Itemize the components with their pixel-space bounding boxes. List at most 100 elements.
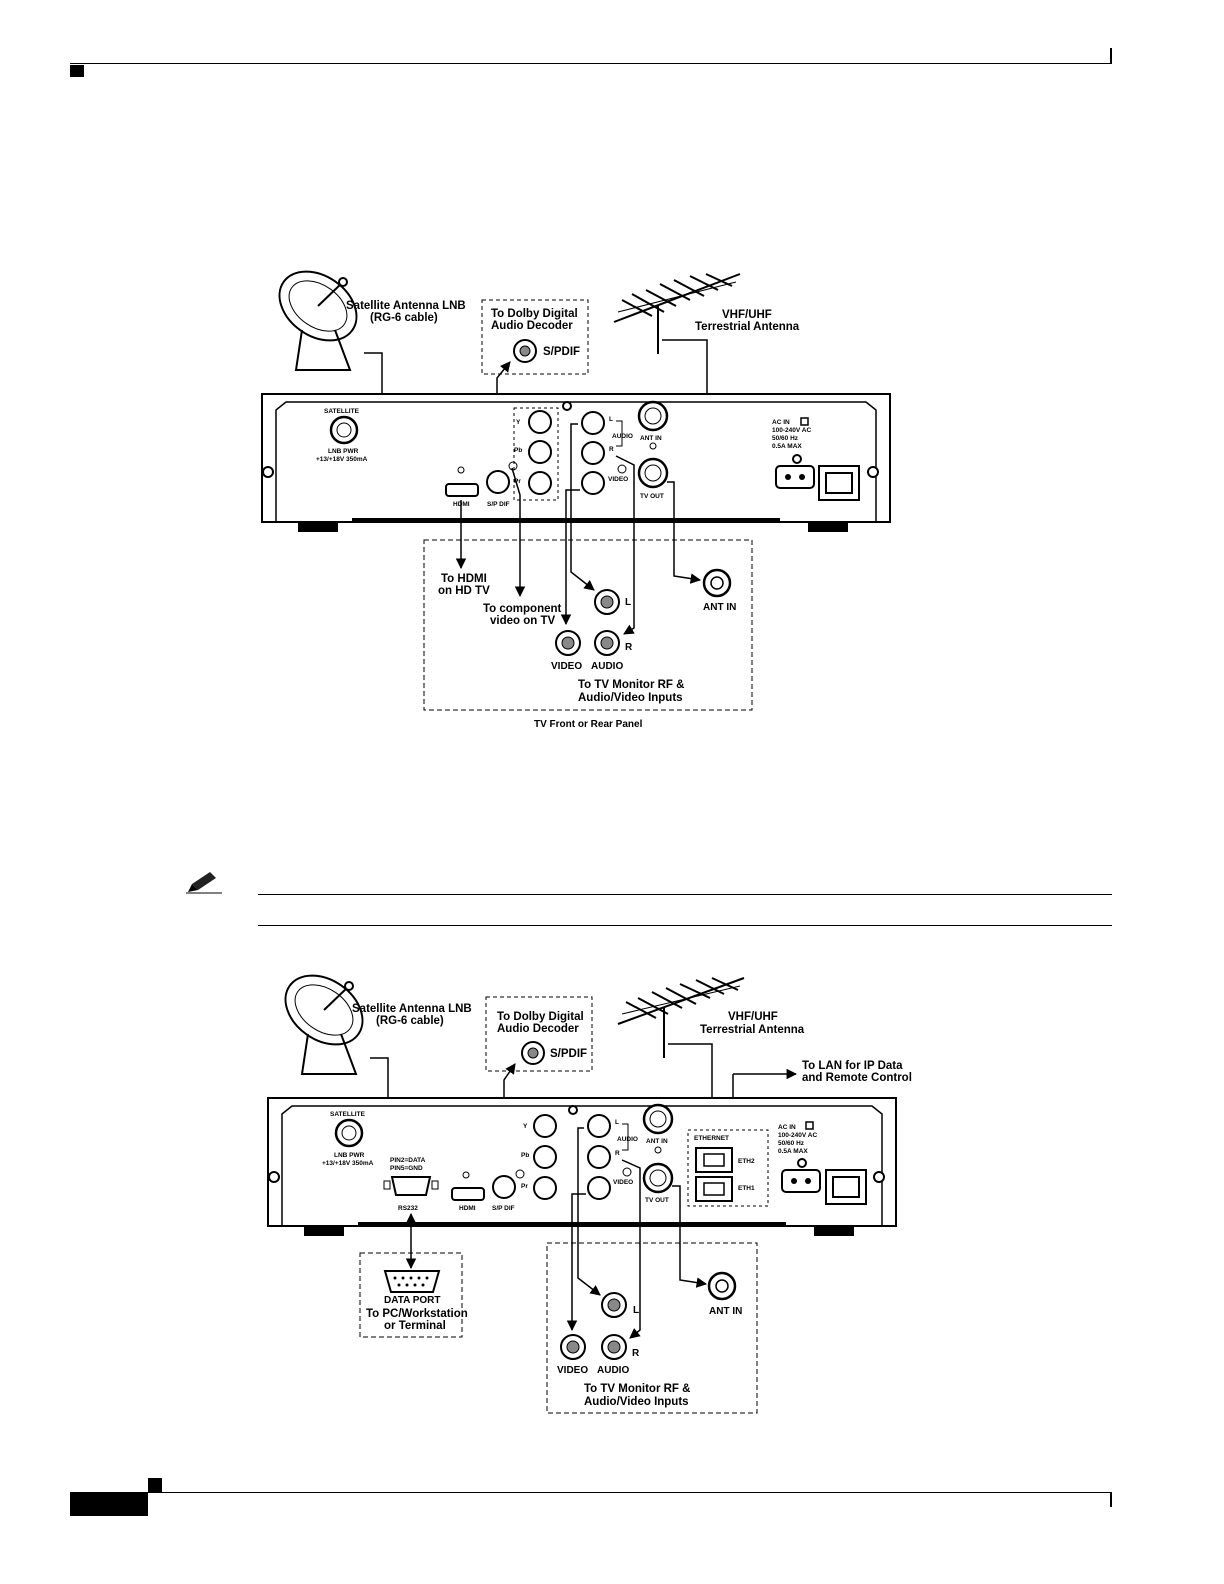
footer-page-tab: [70, 1493, 148, 1516]
tv-monitor-1: To TV Monitor RF &: [584, 1383, 690, 1395]
panel-satellite: SATELLITE: [324, 408, 360, 415]
data-port-label: DATA PORT: [384, 1295, 440, 1306]
tv-ant-in: ANT IN: [703, 602, 736, 613]
panel-r: R: [615, 1150, 620, 1157]
satellite-label-2: (RG-6 cable): [376, 1015, 444, 1027]
component-1: To component: [483, 603, 562, 615]
panel-ant-in: ANT IN: [646, 1138, 668, 1145]
note-rule-top: [258, 894, 1112, 895]
panel-pin-1: PIN2=DATA: [390, 1157, 426, 1164]
panel-pb: Pb: [521, 1152, 529, 1159]
tv-video: VIDEO: [557, 1365, 588, 1376]
panel-ant-in: ANT IN: [640, 435, 662, 442]
note-rule-bottom: [258, 925, 1112, 926]
note-pencil-icon: [186, 872, 222, 894]
panel-lnb-1: LNB PWR: [334, 1152, 365, 1159]
panel-eth1: ETH1: [738, 1185, 755, 1192]
vhf-label-1: VHF/UHF: [728, 1011, 778, 1023]
satellite-dish-icon: [278, 270, 358, 371]
panel-ac-4: 0.5A MAX: [772, 443, 802, 450]
lnb-connector-icon: [329, 415, 359, 445]
panel-spdif: S/P DIF: [492, 1205, 515, 1212]
panel-ethernet: ETHERNET: [694, 1135, 729, 1142]
tv-monitor-1: To TV Monitor RF &: [578, 679, 684, 691]
tv-out-connector-icon: [637, 457, 669, 489]
ant-in-connector-icon: [637, 400, 669, 432]
diagram-2: Satellite Antenna LNB (RG-6 cable) To Do…: [267, 974, 912, 1414]
vhf-label-2: Terrestrial Antenna: [700, 1024, 805, 1036]
hdmi-tv-2: on HD TV: [438, 585, 490, 597]
hdmi-port-icon: [445, 483, 479, 497]
dolby-label-2: Audio Decoder: [497, 1023, 579, 1035]
panel-r: R: [609, 446, 614, 453]
tv-r: R: [625, 642, 633, 653]
panel-pin-2: PIN5=GND: [390, 1165, 423, 1172]
tv-monitor-2: Audio/Video Inputs: [578, 692, 683, 704]
panel-ac-3: 50/60 Hz: [778, 1140, 805, 1147]
lan-label-1: To LAN for IP Data: [802, 1060, 903, 1072]
spdif-port-icon: [486, 470, 510, 494]
header-tick: [1110, 48, 1112, 64]
spdif-label: S/PDIF: [543, 346, 580, 358]
tv-r: R: [632, 1348, 640, 1359]
footer-marker: [148, 1478, 162, 1492]
panel-video: VIDEO: [608, 476, 628, 483]
panel-spdif: S/P DIF: [487, 501, 510, 508]
pc-label-2: or Terminal: [384, 1320, 446, 1332]
eth1-port-icon: [695, 1176, 733, 1202]
header-rule: [70, 63, 1112, 64]
footer-rule: [70, 1492, 1112, 1493]
satellite-label-1: Satellite Antenna LNB: [352, 1003, 472, 1015]
panel-hdmi: HDMI: [459, 1205, 476, 1212]
hdmi-tv-1: To HDMI: [441, 573, 487, 585]
panel-tv-out: TV OUT: [645, 1197, 669, 1204]
satellite-dish-icon: [284, 974, 364, 1075]
tv-audio: AUDIO: [591, 661, 623, 672]
panel-eth2: ETH2: [738, 1158, 755, 1165]
data-port-icon: [383, 1270, 441, 1293]
panel-pr: Pr: [521, 1183, 528, 1190]
dolby-label-1: To Dolby Digital: [491, 308, 578, 320]
tv-l: L: [625, 597, 631, 608]
terrestrial-antenna-icon: [617, 977, 745, 1058]
dolby-label-2: Audio Decoder: [491, 320, 573, 332]
panel-rs232: RS232: [398, 1205, 418, 1212]
tv-video: VIDEO: [551, 661, 582, 672]
tv-audio: AUDIO: [597, 1365, 629, 1376]
panel-audio: AUDIO: [612, 433, 633, 440]
dolby-label-1: To Dolby Digital: [497, 1011, 584, 1023]
rs232-port-icon: [390, 1176, 432, 1196]
pc-label-1: To PC/Workstation: [366, 1308, 468, 1320]
panel-audio: AUDIO: [617, 1136, 638, 1143]
panel-tv-out: TV OUT: [640, 493, 664, 500]
eth2-port-icon: [695, 1147, 733, 1173]
panel-pr: Pr: [514, 478, 521, 485]
panel-ac-2: 100-240V AC: [772, 427, 811, 434]
panel-l: L: [615, 1119, 619, 1126]
diagram-1: Satellite Antenna LNB (RG-6 cable) To Do…: [261, 270, 891, 730]
terrestrial-antenna-icon: [613, 273, 741, 354]
panel-ac-3: 50/60 Hz: [772, 435, 799, 442]
tv-monitor-2: Audio/Video Inputs: [584, 1396, 689, 1408]
panel-l: L: [609, 416, 613, 423]
tv-l: L: [633, 1305, 639, 1316]
tv-panel-label: TV Front or Rear Panel: [534, 719, 643, 730]
panel-lnb-2: +13/+18V 350mA: [322, 1160, 374, 1167]
component-2: video on TV: [490, 615, 556, 627]
tv-ant-in: ANT IN: [709, 1306, 742, 1317]
satellite-label-2: (RG-6 cable): [370, 312, 438, 324]
power-inlet-icon: [775, 465, 815, 489]
panel-video: VIDEO: [613, 1179, 633, 1186]
panel-lnb-1: LNB PWR: [328, 448, 359, 455]
satellite-label-1: Satellite Antenna LNB: [346, 300, 466, 312]
panel-pb: Pb: [514, 447, 522, 454]
receiver-rear-panel: [261, 393, 891, 532]
header-marker: [70, 65, 84, 77]
panel-y: Y: [516, 419, 521, 426]
panel-ac-1: AC IN: [778, 1124, 796, 1131]
panel-ac-4: 0.5A MAX: [778, 1148, 808, 1155]
footer-tick: [1110, 1493, 1112, 1507]
panel-ac-2: 100-240V AC: [778, 1132, 817, 1139]
vhf-label-1: VHF/UHF: [722, 309, 772, 321]
